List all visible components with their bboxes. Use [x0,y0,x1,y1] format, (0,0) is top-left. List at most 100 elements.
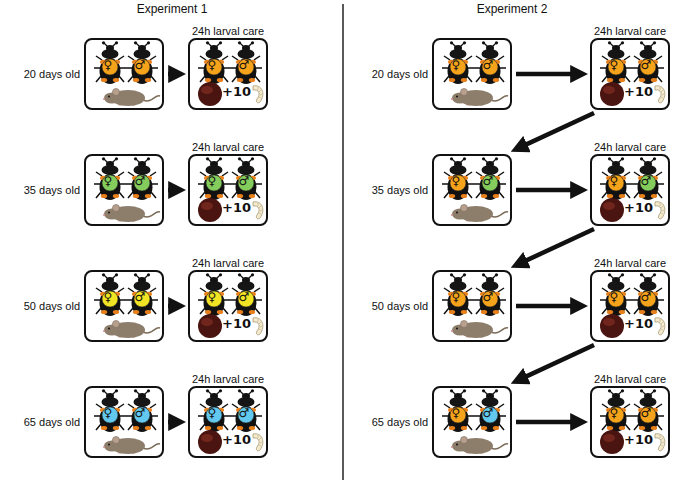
sex-symbol: ♂ [638,289,654,305]
pair-box: 50 days old♀♂ [432,270,512,342]
flow-arrow [517,345,594,381]
mouse-illustration [451,205,508,223]
flow-arrow [516,72,581,77]
sex-symbol: ♀ [448,405,464,421]
beetle-illustration [632,41,664,84]
mouse-illustration [103,205,160,223]
care-box: 24h larval care♀♂+10 [188,270,268,342]
beetle-illustration [474,389,506,432]
age-label: 35 days old [24,184,80,196]
sex-symbol: ♂ [480,405,496,421]
node-illustration [86,156,162,224]
care-label: 24h larval care [562,25,685,37]
beetle-illustration [600,273,632,316]
care-label: 24h larval care [160,257,296,269]
beetle-illustration [198,389,230,432]
sex-symbol: ♂ [638,173,654,189]
care-label: 24h larval care [160,25,296,37]
mouse-illustration [451,437,508,455]
beetle-illustration [230,389,262,432]
sex-symbol: ♀ [606,173,622,189]
larva-illustration [655,434,665,451]
beetle-illustration [198,157,230,200]
care-label: 24h larval care [562,257,685,269]
sex-symbol: ♂ [132,405,148,421]
care-box: 24h larval care♀♂+10 [188,38,268,110]
sex-symbol: ♂ [638,57,654,73]
care-label: 24h larval care [562,373,685,385]
beetle-illustration [474,41,506,84]
sex-symbol: ♂ [480,173,496,189]
node-illustration [86,388,162,456]
flow-arrow [168,420,179,425]
beetle-illustration [442,41,474,84]
sex-symbol: ♂ [638,405,654,421]
larva-illustration [253,318,263,335]
sex-symbol: ♀ [606,405,622,421]
sex-symbol: ♂ [132,173,148,189]
beetle-illustration [126,273,158,316]
flow-arrow [516,420,581,425]
flow-arrow [517,113,594,149]
beetle-illustration [94,389,126,432]
mouse-illustration [103,89,160,107]
divider-line [342,4,344,480]
beetle-illustration [230,41,262,84]
larvae-count: +10 [222,432,250,448]
node-illustration [434,156,510,224]
beetle-illustration [230,273,262,316]
experiment-heading: Experiment 1 [102,2,242,16]
sex-symbol: ♀ [448,57,464,73]
sex-symbol: ♂ [236,57,252,73]
beetle-illustration [632,157,664,200]
sex-symbol: ♀ [448,173,464,189]
pair-box: 65 days old♀♂ [84,386,164,458]
beetle-illustration [94,41,126,84]
care-box: 24h larval care♀♂+10 [590,154,670,226]
beetle-illustration [474,273,506,316]
larvae-count: +10 [624,316,652,332]
sex-symbol: ♀ [204,173,220,189]
larva-illustration [253,86,263,103]
flow-arrow [168,72,179,77]
sex-symbol: ♀ [204,57,220,73]
age-label: 50 days old [372,300,428,312]
mouse-illustration [103,437,160,455]
node-illustration [434,388,510,456]
flow-arrow [168,304,179,309]
pair-box: 20 days old♀♂ [432,38,512,110]
beetle-illustration [632,273,664,316]
care-label: 24h larval care [562,141,685,153]
beetle-illustration [600,157,632,200]
larva-illustration [253,434,263,451]
node-illustration [86,272,162,340]
sex-symbol: ♀ [204,405,220,421]
sex-symbol: ♀ [448,289,464,305]
care-box: 24h larval care♀♂+10 [188,154,268,226]
mouse-illustration [103,321,160,339]
beetle-illustration [474,157,506,200]
sex-symbol: ♂ [236,289,252,305]
experiment-heading: Experiment 2 [442,2,582,16]
sex-symbol: ♀ [100,289,116,305]
pair-box: 20 days old♀♂ [84,38,164,110]
carcass-illustration [600,430,624,454]
beetle-illustration [94,157,126,200]
care-box: 24h larval care♀♂+10 [590,270,670,342]
larva-illustration [655,318,665,335]
pair-box: 35 days old♀♂ [84,154,164,226]
care-box: 24h larval care♀♂+10 [188,386,268,458]
care-box: 24h larval care♀♂+10 [590,38,670,110]
node-illustration [434,272,510,340]
carcass-illustration [198,198,222,222]
age-label: 50 days old [24,300,80,312]
carcass-illustration [600,314,624,338]
age-label: 20 days old [372,68,428,80]
larvae-count: +10 [624,432,652,448]
carcass-illustration [600,82,624,106]
age-label: 65 days old [372,416,428,428]
beetle-illustration [198,273,230,316]
larvae-count: +10 [624,84,652,100]
beetle-illustration [230,157,262,200]
